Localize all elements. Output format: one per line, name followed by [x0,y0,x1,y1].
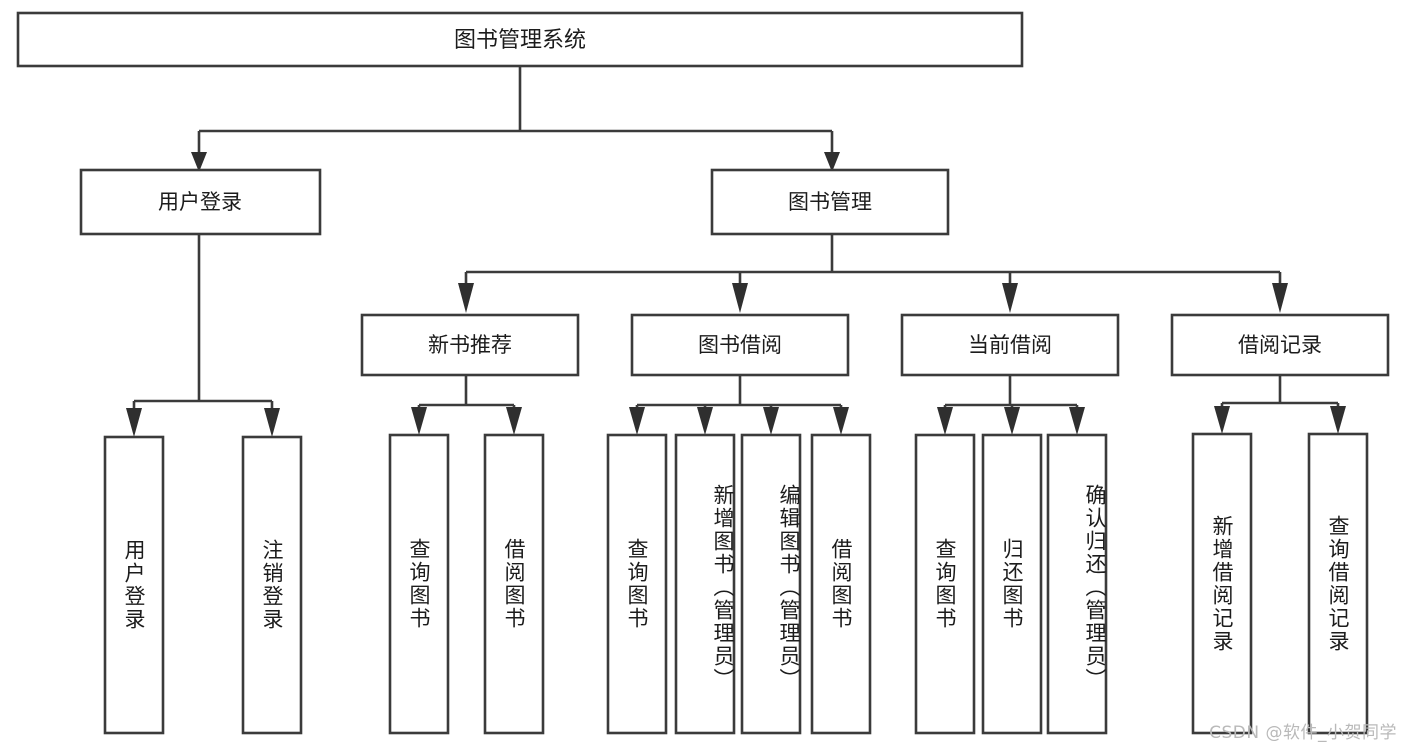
connector-group-current-borrow [937,375,1085,435]
leaf-current-borrow-1-rect[interactable] [914,433,976,735]
node-new-book-recommend-label: 新书推荐 [428,333,512,357]
leaf-book-borrow-2-rect[interactable] [674,433,736,735]
node-book-borrow-label: 图书借阅 [698,333,782,357]
arrow-head-cb-leaf-3 [1069,407,1085,435]
node-user-login-label: 用户登录 [158,190,242,214]
arrow-head-cb-leaf-2 [1004,407,1020,435]
node-book-borrow[interactable]: 图书借阅 [630,313,850,377]
arrow-head-book-borrow [732,283,748,313]
arrow-head-leaf-user-login-2 [264,408,280,437]
arrow-head-book-manage [824,152,840,172]
arrow-head-bb-leaf-4 [833,407,849,435]
arrow-head-current-borrow [1002,283,1018,313]
connector-group-user-login [126,234,280,437]
arrow-head-nb-leaf-1 [411,407,427,435]
node-borrow-record-rect[interactable] [1170,313,1390,377]
arrow-head-bb-leaf-1 [629,407,645,435]
leaf-current-borrow-3-rect[interactable] [1046,433,1108,735]
node-user-login[interactable]: 用户登录 [79,168,322,236]
leaf-current-borrow-2-rect[interactable] [981,433,1043,735]
arrow-head-cb-leaf-1 [937,407,953,435]
node-root-label: 图书管理系统 [454,28,586,53]
node-book-manage-label: 图书管理 [788,190,872,214]
arrow-head-borrow-record [1272,283,1288,313]
arrow-head-new-book [458,283,474,313]
watermark-text: CSDN @软件_小贺同学 [1209,723,1397,743]
node-current-borrow-label: 当前借阅 [968,333,1052,357]
connector-group-root [191,66,840,172]
leaf-borrow-record-2-rect[interactable] [1307,432,1369,735]
arrow-head-br-leaf-2 [1330,406,1346,434]
node-book-manage[interactable]: 图书管理 [710,168,950,236]
leaf-new-book-2-rect[interactable] [483,433,545,735]
node-root-rect[interactable] [16,11,1024,68]
node-new-book-recommend[interactable]: 新书推荐 [360,313,580,377]
arrow-head-bb-leaf-2 [697,407,713,435]
leaf-new-book-1-rect[interactable] [388,433,450,735]
leaf-user-login-2-rect[interactable] [241,435,303,735]
connector-group-book-borrow [629,375,849,435]
connector-group-borrow-record [1214,375,1346,434]
arrow-head-user-login [191,152,207,172]
connector-group-new-book [411,375,522,435]
node-borrow-record[interactable]: 借阅记录 [1170,313,1390,377]
arrow-head-br-leaf-1 [1214,406,1230,434]
arrow-head-nb-leaf-2 [506,407,522,435]
node-root[interactable]: 图书管理系统 [16,11,1024,68]
arrow-head-bb-leaf-3 [763,407,779,435]
leaf-borrow-record-1-rect[interactable] [1191,432,1253,735]
node-current-borrow-rect[interactable] [900,313,1120,377]
node-book-borrow-rect[interactable] [630,313,850,377]
node-current-borrow[interactable]: 当前借阅 [900,313,1120,377]
leaf-book-borrow-4-rect[interactable] [810,433,872,735]
leaf-book-borrow-3-rect[interactable] [740,433,802,735]
node-new-book-recommend-rect[interactable] [360,313,580,377]
node-user-login-rect[interactable] [79,168,322,236]
leaf-book-borrow-1-rect[interactable] [606,433,668,735]
connector-group-book-manage [458,234,1288,313]
node-book-manage-rect[interactable] [710,168,950,236]
node-borrow-record-label: 借阅记录 [1238,333,1322,357]
arrow-head-leaf-user-login-1 [126,408,142,437]
leaf-user-login-1-rect[interactable] [103,435,165,735]
